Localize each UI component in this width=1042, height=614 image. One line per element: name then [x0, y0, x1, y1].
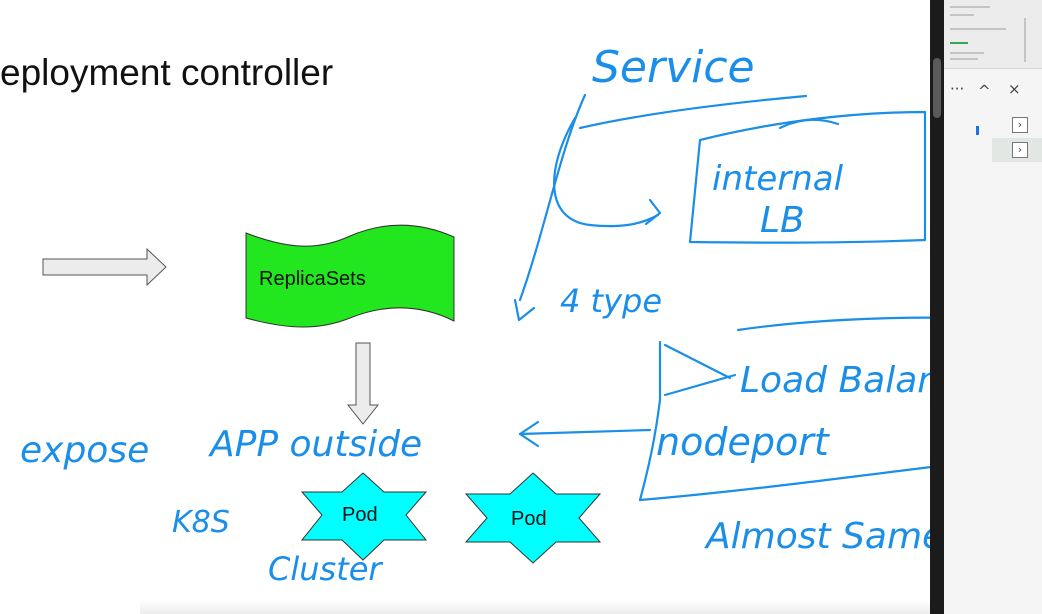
ink-lb-np-left [638, 340, 662, 502]
pod-shape-2 [464, 472, 602, 564]
ink-four-type: 4 type [560, 282, 662, 320]
ink-internal: internal [712, 159, 844, 199]
preview-line-green [950, 42, 968, 44]
divider-scroll-thumb[interactable] [933, 58, 941, 118]
ink-lb: LB [760, 200, 805, 241]
pod-shape-1 [300, 472, 428, 561]
side-panel: ··· ^ × › › [944, 0, 1042, 614]
replicasets-label: ReplicaSets [259, 268, 366, 290]
ink-service-branch [518, 93, 587, 302]
diagram-shapes [42, 224, 602, 564]
slide-title: eployment controller [0, 52, 334, 93]
preview-line-vertical [1024, 18, 1026, 62]
preview-line [950, 6, 990, 8]
more-options-icon[interactable]: ··· [950, 80, 965, 98]
ink-left-arrowhead [518, 420, 540, 448]
ink-app-outside: APP outside [208, 424, 422, 465]
ink-load-balancer: Load Balancer [740, 360, 930, 401]
active-indicator [976, 126, 979, 135]
slide-bottom-shadow [140, 600, 930, 614]
close-icon[interactable]: × [1008, 80, 1021, 98]
ink-branch-curve [553, 116, 660, 228]
ink-internal-lb-box [688, 110, 927, 244]
ink-lb-box-hook [778, 118, 840, 130]
preview-line [950, 52, 984, 54]
pod-label-1: Pod [342, 504, 378, 526]
ink-cross-2 [663, 373, 737, 397]
replicasets-shape [245, 224, 455, 328]
preview-line [950, 14, 974, 16]
expand-chevron-icon[interactable]: › [1012, 142, 1028, 158]
preview-line [950, 28, 1006, 30]
ink-cluster: Cluster [268, 550, 383, 588]
ink-annotations: Service internal LB 4 type Load Balancer… [20, 42, 930, 588]
ink-branch-arrowhead [644, 198, 662, 226]
ink-service-underline [578, 94, 808, 130]
ink-left-arrow [518, 428, 652, 436]
ink-expose: expose [20, 430, 149, 471]
chevron-up-icon[interactable]: ^ [978, 82, 991, 100]
pod-label-2: Pod [511, 508, 547, 530]
ink-nodeport: nodeport [656, 420, 831, 464]
side-panel-preview [944, 0, 1042, 69]
preview-line [950, 58, 978, 60]
ink-k8s: K8S [172, 505, 230, 540]
ink-service: Service [592, 42, 755, 93]
ink-type-arrow [513, 298, 536, 322]
ink-lb-np-bottom [638, 465, 930, 502]
block-arrow-down [346, 342, 380, 425]
ink-cross-1 [663, 343, 732, 380]
slide-canvas: eployment controller ReplicaSets Pod Pod [0, 42, 930, 614]
ink-lb-np-box [736, 316, 930, 332]
block-arrow-right [42, 247, 167, 287]
ink-almost-same: Almost Same [704, 516, 930, 557]
expand-chevron-icon[interactable]: › [1012, 117, 1028, 133]
panel-divider[interactable] [930, 0, 944, 614]
